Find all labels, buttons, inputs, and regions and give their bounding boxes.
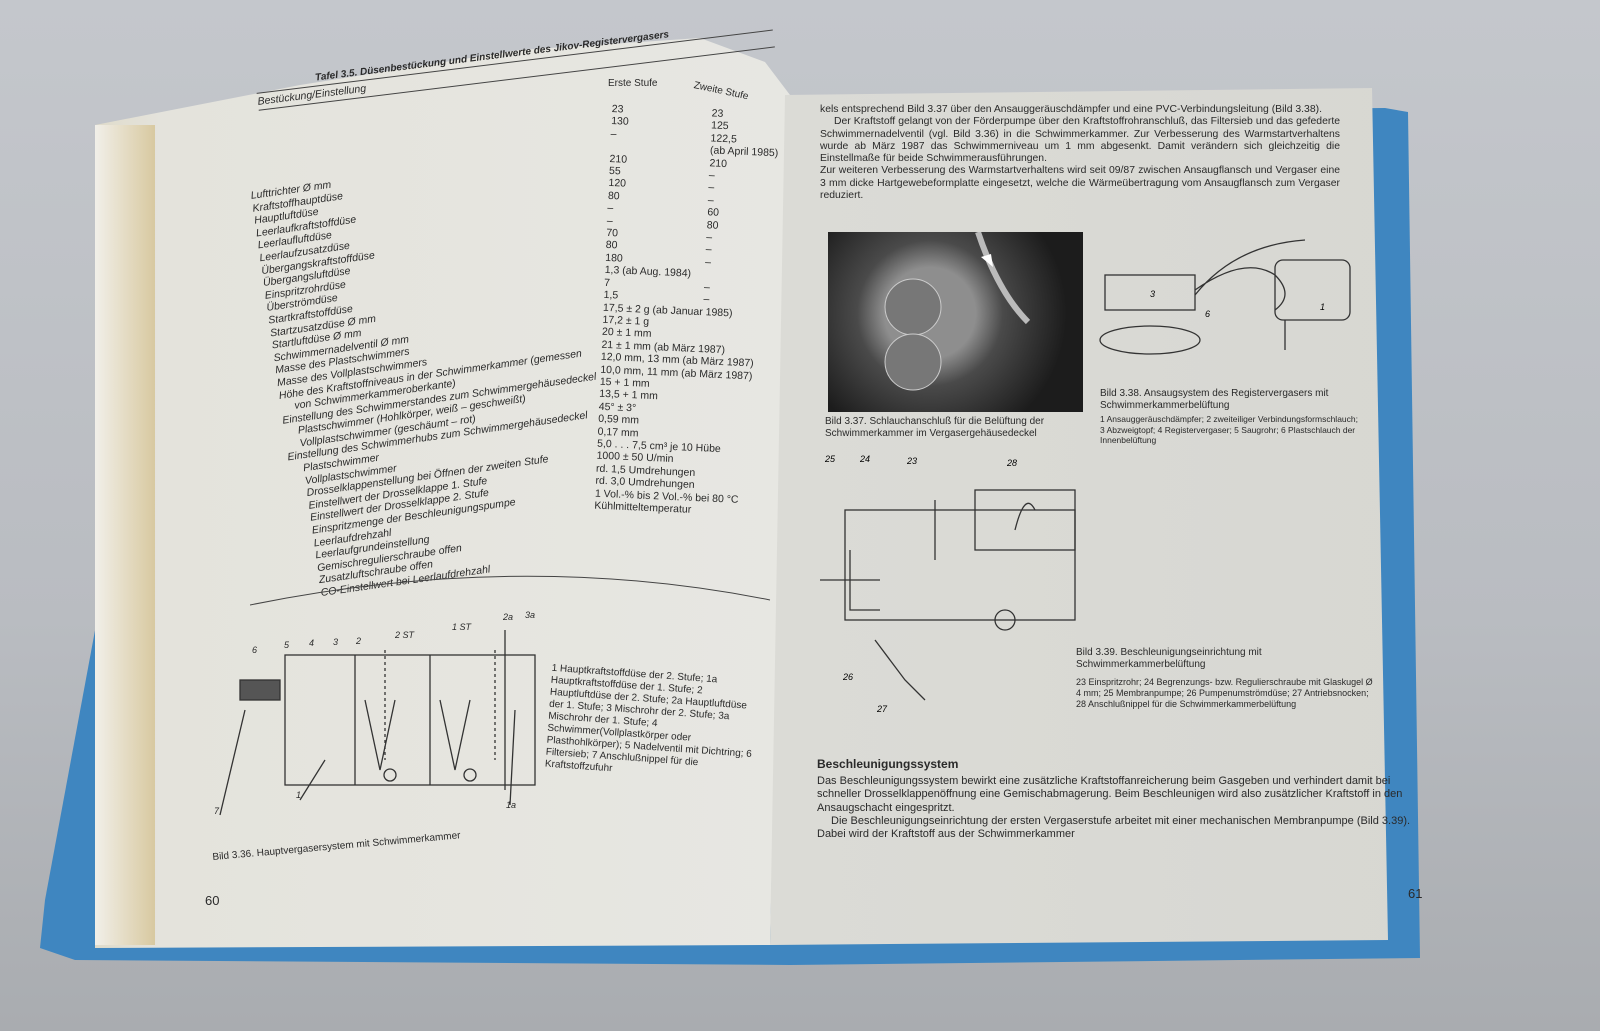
value-second-stage: 60 — [707, 206, 720, 220]
fig336-label: 2 — [356, 636, 362, 646]
figure-3-37-photo — [828, 231, 1083, 412]
figure-3-39-caption: Bild 3.39. Beschleunigungseinrichtung mi… — [1076, 647, 1262, 670]
fig339-label: 24 — [859, 454, 870, 464]
intro-paragraph: kels entsprechend Bild 3.37 über den Ans… — [820, 104, 1322, 115]
value-second-stage: – — [703, 293, 710, 306]
fig339-label: 27 — [876, 704, 888, 714]
figure-3-36-legend: 1 Hauptkraftstoffdüse der 2. Stufe; 1a H… — [544, 662, 753, 775]
value-second-stage: – — [707, 194, 714, 207]
fig339-label: 25 — [824, 454, 836, 464]
value-second-stage: – — [704, 256, 712, 269]
figure-3-38-legend: 1 Ansauggeräuschdämpfer; 2 zweiteiliger … — [1100, 414, 1358, 445]
fig336-label: 1a — [506, 800, 517, 810]
fig339-label: 28 — [1006, 458, 1017, 468]
fig336-label: 7 — [214, 806, 220, 816]
page-number-left: 60 — [205, 893, 220, 908]
col-header-first: Erste Stufe — [608, 78, 658, 89]
value-second-stage: – — [708, 169, 716, 182]
fig336-label: 1 ST — [452, 622, 472, 632]
figure-3-39-pump-drawing: 25 24 23 28 26 27 — [820, 454, 1076, 714]
fig336-label: 2a — [503, 612, 514, 622]
value-second-stage: 125 — [710, 119, 729, 133]
paragraph-pump: Die Beschleunigungseinrichtung der erste… — [817, 814, 1411, 841]
fig336-label: 4 — [309, 638, 315, 648]
table-bottom-rule — [250, 575, 771, 606]
value-second-stage: 23 — [711, 107, 724, 120]
value-second-stage: – — [705, 231, 713, 244]
fig339-label: 26 — [842, 672, 853, 682]
page-number-right: 61 — [1408, 886, 1423, 901]
section-heading: Beschleunigungssystem — [817, 757, 959, 771]
value-second-stage: 80 — [706, 218, 719, 232]
figure-3-39-legend: 23 Einspritzrohr; 24 Begrenzungs- bzw. R… — [1076, 677, 1373, 709]
fig339-label: 23 — [906, 456, 917, 466]
paragraph-fuel: Der Kraftstoff gelangt von der Förderpum… — [820, 116, 1340, 165]
fig336-label: 2 ST — [395, 630, 415, 640]
fig338-label: 6 — [1205, 309, 1210, 319]
fig336-label: 5 — [284, 640, 290, 650]
value-second-stage: – — [705, 243, 712, 256]
fig336-label: 6 — [252, 645, 258, 655]
figure-3-37-caption: Bild 3.37. Schlauchanschluß für die Belü… — [825, 416, 1045, 439]
paragraph-acceleration: Das Beschleunigungssystem bewirkt eine z… — [817, 775, 1403, 814]
value-second-stage: – — [708, 181, 715, 194]
fig338-label: 1 — [1320, 302, 1325, 312]
value-second-stage: 210 — [709, 156, 728, 170]
value-second-stage: 122,5 — [710, 132, 738, 146]
right-text-top: kels entsprechend Bild 3.37 über den Ans… — [820, 104, 1340, 202]
fig336-label: 3 — [333, 637, 339, 647]
value-second-stage: – — [703, 280, 711, 294]
paragraph-warmstart: Zur weiteren Verbesserung des Warmstartv… — [820, 165, 1340, 202]
page-edges — [95, 125, 155, 945]
figure-3-38-caption: Bild 3.38. Ansaugsystem des Registerverg… — [1100, 388, 1329, 411]
figure-3-36-carburetor-drawing — [219, 630, 536, 816]
fig336-label: 1 — [296, 790, 302, 800]
fig336-label: 3a — [525, 610, 536, 620]
section-acceleration: Beschleunigungssystem Das Beschleunigung… — [817, 757, 1422, 841]
fig338-label: 3 — [1150, 289, 1155, 299]
figure-3-38-intake-drawing: 3 6 1 — [1099, 239, 1351, 355]
